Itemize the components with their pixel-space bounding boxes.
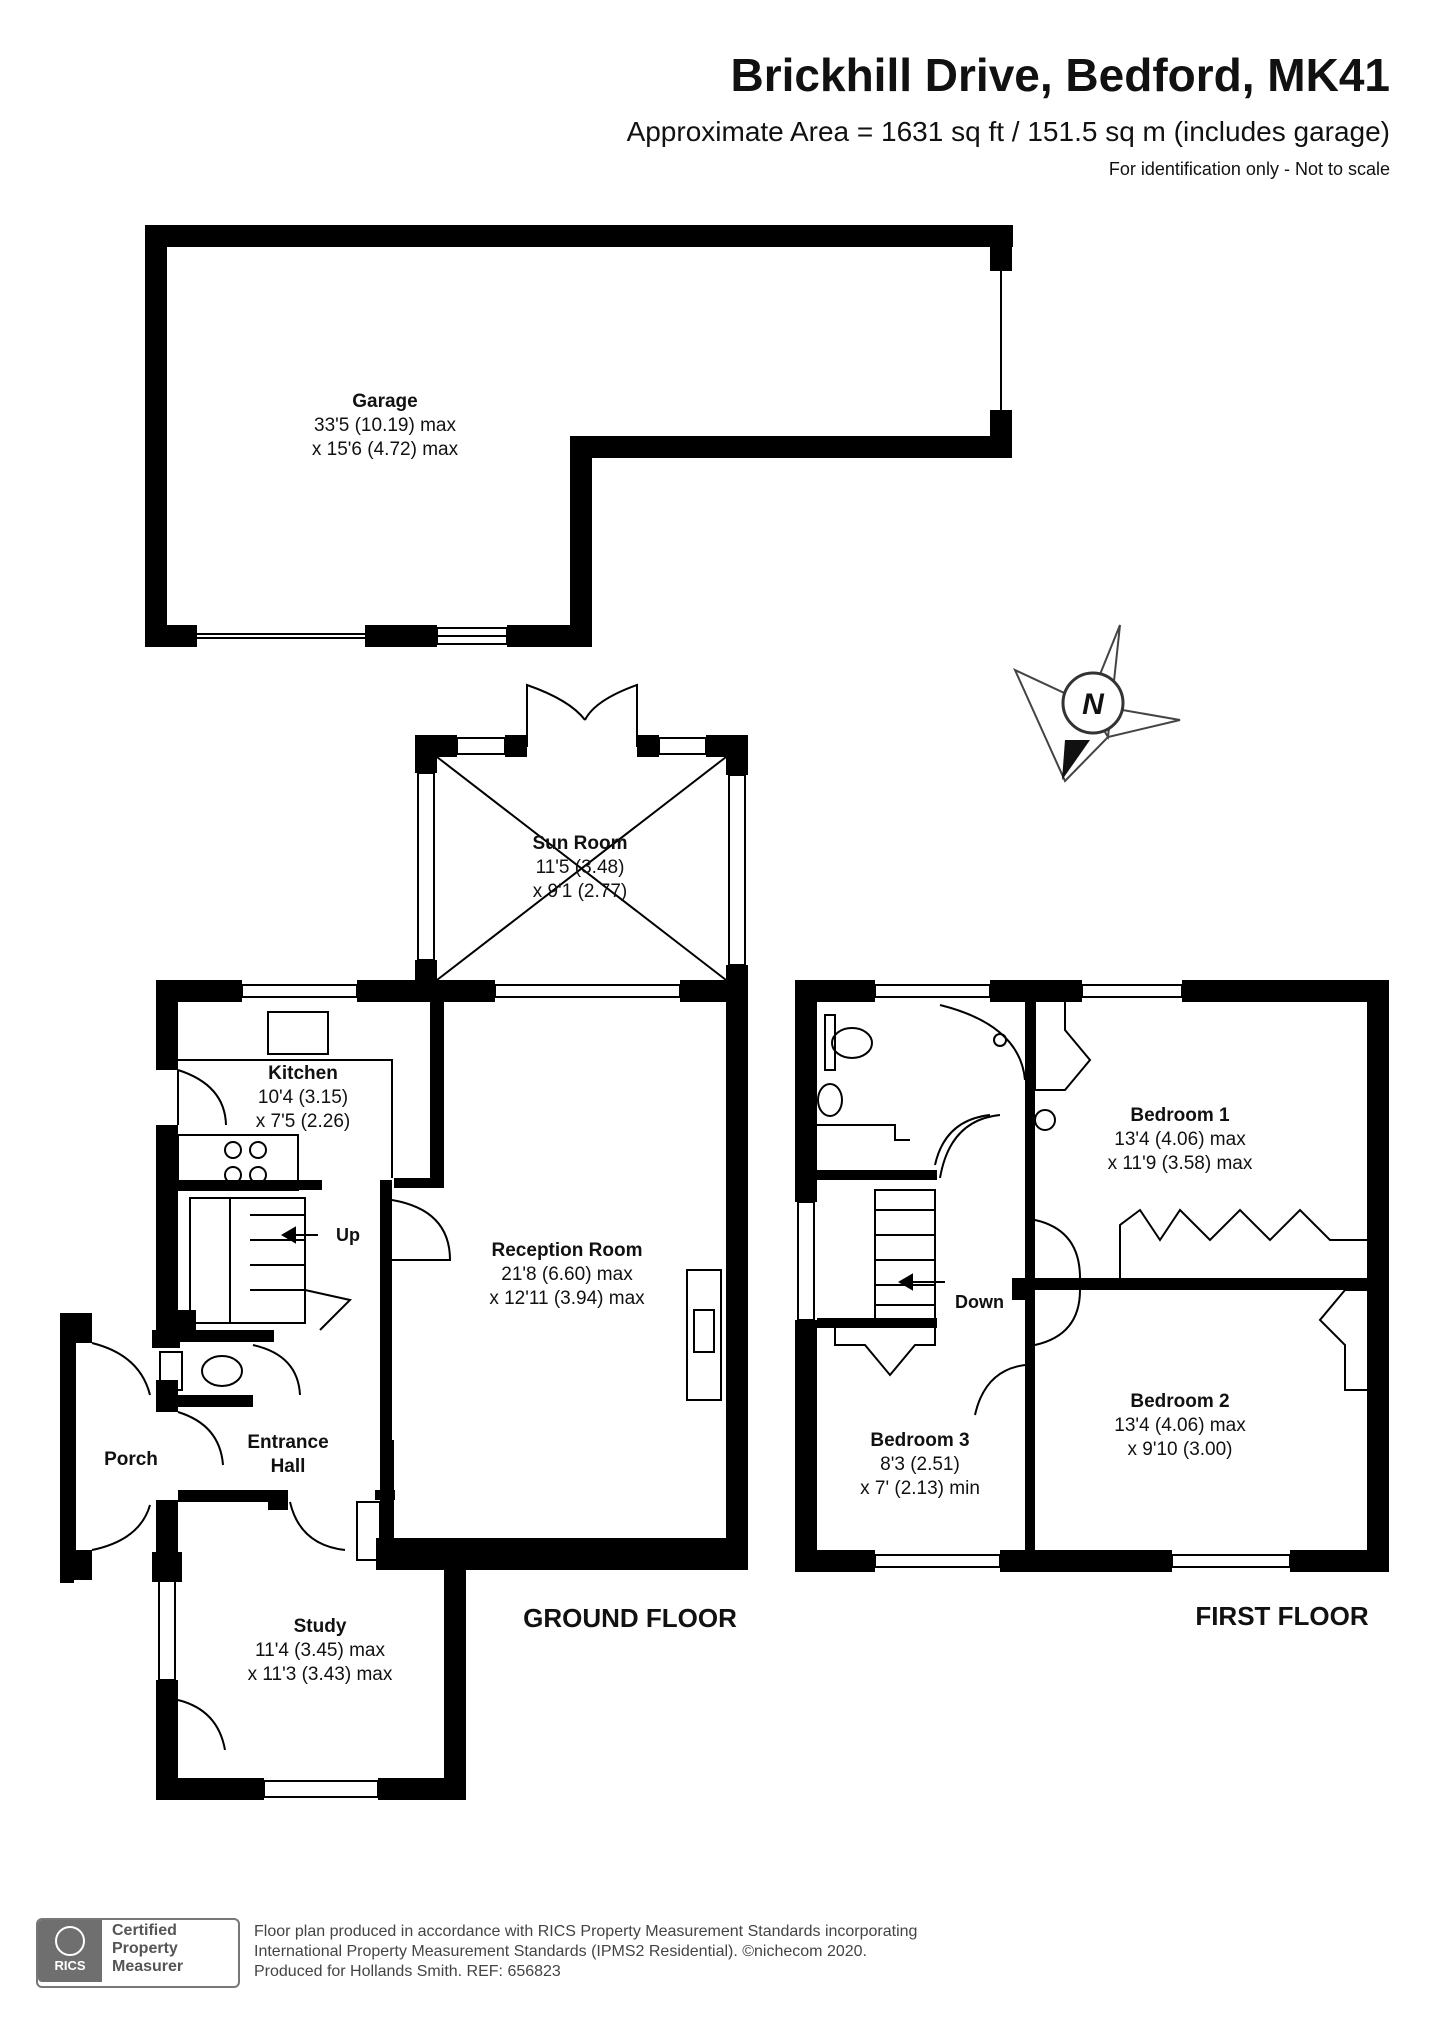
kitchen-dim-1: 10'4 (3.15) [258, 1087, 348, 1108]
page-title: Brickhill Drive, Bedford, MK41 [730, 49, 1391, 101]
reception-name: Reception Room [492, 1240, 643, 1261]
ground-floor-walls [60, 735, 748, 1800]
bedroom2-name: Bedroom 2 [1130, 1391, 1229, 1412]
footer-line-3: Produced for Hollands Smith. REF: 656823 [254, 1963, 561, 1980]
bedroom2-dim-2: x 9'10 (3.00) [1127, 1439, 1232, 1460]
footer-text: Floor plan produced in accordance with R… [254, 1922, 917, 1982]
ground-floor-label: GROUND FLOOR [523, 1603, 737, 1633]
bedroom1-name: Bedroom 1 [1130, 1105, 1230, 1126]
rics-emblem-icon [55, 1926, 85, 1956]
badge-line-2: Property [112, 1940, 178, 1957]
stairs-down-label: Down [955, 1292, 1004, 1312]
badge-line-3: Measurer [112, 1958, 184, 1975]
stairs-up-label: Up [336, 1225, 360, 1245]
study-dim-2: x 11'3 (3.43) max [248, 1664, 393, 1685]
sun-room-dim-1: 11'5 (3.48) [536, 857, 625, 878]
bedroom3-dim-1: 8'3 (2.51) [880, 1454, 960, 1475]
first-floor-walls [795, 980, 1389, 1572]
entrance-hall-name-1: Entrance [247, 1432, 328, 1453]
garage-dim-2: x 15'6 (4.72) max [312, 439, 459, 460]
footer-line-2: International Property Measurement Stand… [254, 1943, 867, 1960]
kitchen-name: Kitchen [268, 1063, 338, 1084]
study-name: Study [294, 1616, 347, 1637]
room-labels: Garage 33'5 (10.19) max x 15'6 (4.72) ma… [104, 391, 1369, 1685]
ground-floor-lines [62, 683, 746, 1798]
bedroom1-dim-2: x 11'9 (3.58) max [1108, 1153, 1253, 1174]
footer-line-1: Floor plan produced in accordance with R… [254, 1923, 918, 1940]
certified-property-measurer: Certified Property Measurer [112, 1922, 183, 1976]
entrance-hall-name-2: Hall [271, 1456, 306, 1477]
approximate-area: Approximate Area = 1631 sq ft / 151.5 sq… [626, 116, 1390, 147]
compass-label: N [1082, 688, 1105, 721]
kitchen-dim-2: x 7'5 (2.26) [256, 1111, 350, 1132]
garage-walls [145, 225, 1013, 647]
garage-name: Garage [352, 391, 417, 412]
bedroom3-name: Bedroom 3 [870, 1430, 969, 1451]
identification-note: For identification only - Not to scale [1108, 159, 1390, 179]
reception-dim-1: 21'8 (6.60) max [501, 1264, 633, 1285]
garage-dim-1: 33'5 (10.19) max [314, 415, 456, 436]
rics-logo: RICS [38, 1920, 102, 1982]
bedroom3-dim-2: x 7' (2.13) min [860, 1478, 980, 1499]
garage-openings [197, 271, 1002, 645]
sun-room-name: Sun Room [533, 833, 628, 854]
rics-logo-text: RICS [54, 1958, 86, 1973]
bedroom2-dim-1: 13'4 (4.06) max [1114, 1415, 1246, 1436]
compass-icon: N [1012, 624, 1181, 783]
reception-dim-2: x 12'11 (3.94) max [489, 1288, 645, 1309]
porch-name: Porch [104, 1449, 158, 1470]
sun-room-dim-2: x 9'1 (2.77) [533, 881, 627, 902]
bedroom1-dim-1: 13'4 (4.06) max [1114, 1129, 1246, 1150]
study-dim-1: 11'4 (3.45) max [255, 1640, 386, 1661]
first-floor-label: FIRST FLOOR [1195, 1601, 1369, 1631]
badge-line-1: Certified [112, 1922, 177, 1939]
first-floor-lines [797, 984, 1370, 1568]
